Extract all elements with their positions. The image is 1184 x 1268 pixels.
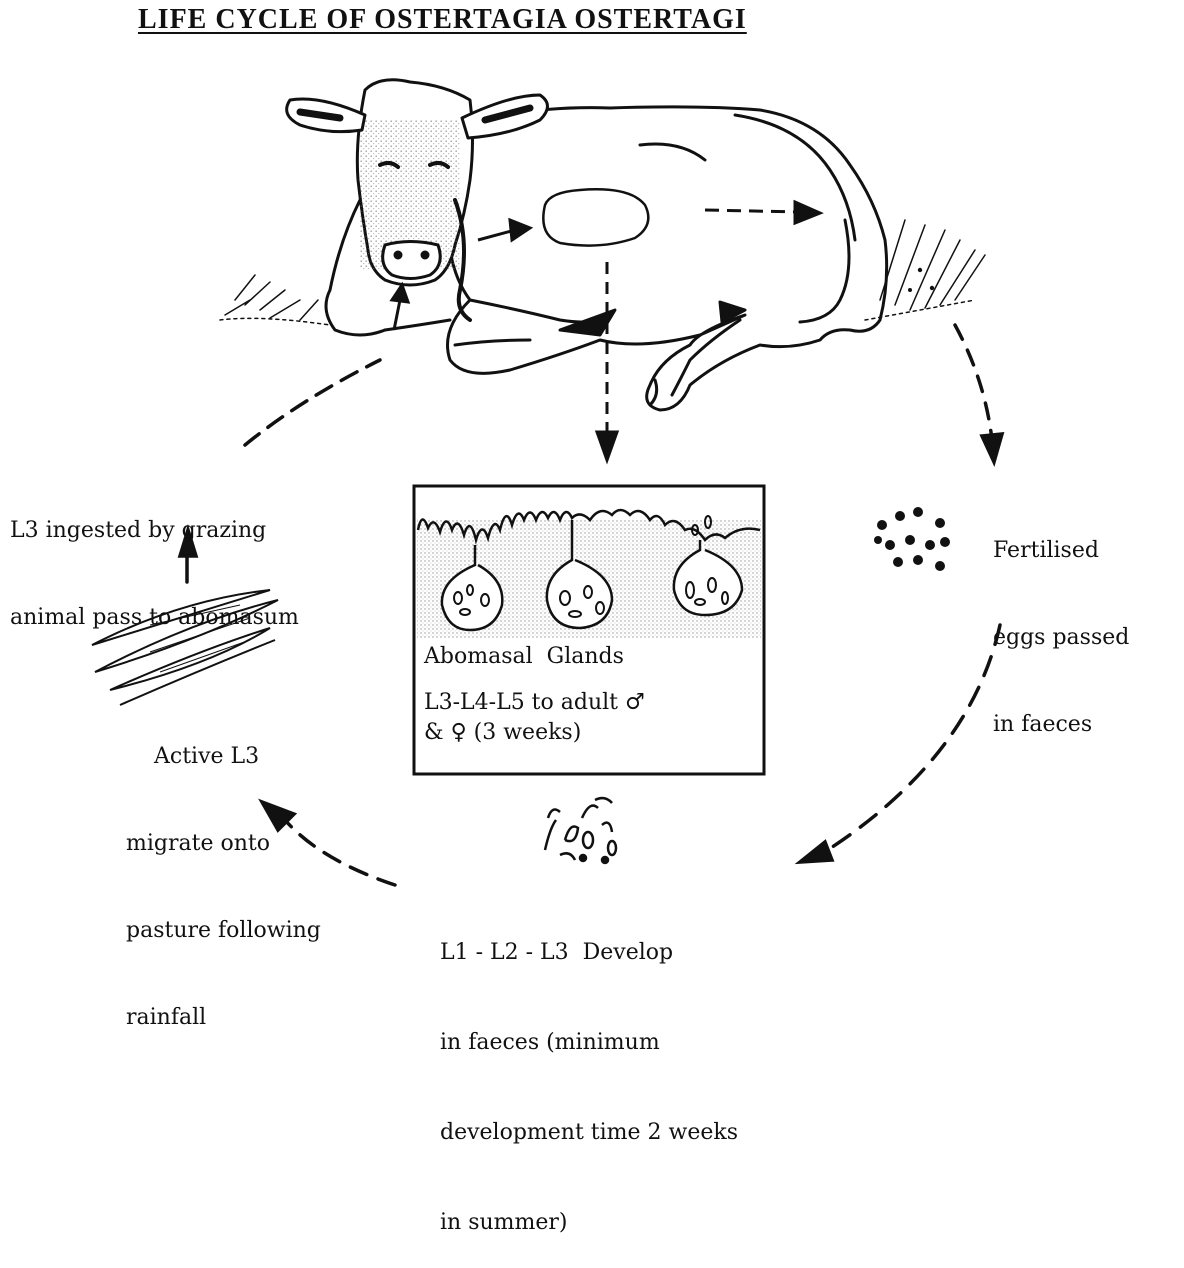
label-active-l3: Active L3 migrate onto pasture following…	[126, 684, 321, 1061]
calf-body	[445, 107, 887, 410]
label-line: in summer)	[440, 1208, 738, 1238]
calf-illustration	[220, 80, 985, 410]
grass-left	[220, 275, 330, 325]
page-title: LIFE CYCLE OF OSTERTAGIA OSTERTAGI	[138, 4, 747, 36]
label-line: migrate onto	[126, 829, 321, 858]
label-l3-ingested: L3 ingested by grazing animal pass to ab…	[10, 458, 299, 661]
label-line: animal pass to abomasum	[10, 603, 299, 632]
label-line: Active L3	[126, 742, 321, 771]
label-line: pasture following	[126, 916, 321, 945]
glands-line-2: & ♀ (3 weeks)	[424, 720, 581, 745]
label-line: Fertilised	[993, 536, 1129, 565]
eggs-cluster	[874, 507, 950, 571]
glands-title: Abomasal Glands	[424, 644, 624, 669]
label-line: in faeces (minimum	[440, 1028, 738, 1058]
developing-larvae	[545, 798, 616, 863]
label-develop: L1 - L2 - L3 Develop in faeces (minimum …	[440, 878, 738, 1268]
label-line: L3 ingested by grazing	[10, 516, 299, 545]
label-line: rainfall	[126, 1003, 321, 1032]
glands-line-1: L3-L4-L5 to adult ♂	[424, 690, 645, 715]
label-line: development time 2 weeks	[440, 1118, 738, 1148]
label-line: L1 - L2 - L3 Develop	[440, 938, 738, 968]
label-eggs: Fertilised eggs passed in faeces	[993, 478, 1129, 768]
label-line: in faeces	[993, 710, 1129, 739]
label-line: eggs passed	[993, 623, 1129, 652]
